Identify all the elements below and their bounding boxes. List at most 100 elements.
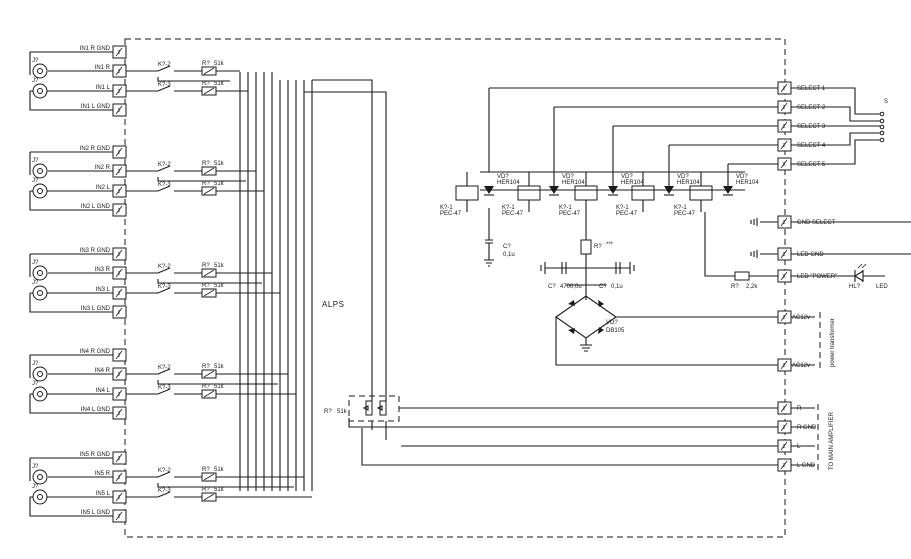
input-resistor-ref: R?: [202, 263, 210, 269]
select-label-1: SELECT 1: [797, 86, 826, 92]
input-resistor-value: 51k: [214, 487, 225, 493]
alps-label: ALPS: [322, 300, 344, 309]
diode-type: HER104: [677, 180, 700, 186]
connector-pin[interactable]: [112, 247, 127, 261]
diode-type: HER104: [736, 180, 759, 186]
out-label-rgnd: R GND: [797, 425, 817, 431]
cap-small-symbol: [615, 262, 635, 274]
input-resistor-ref: R?: [202, 161, 210, 167]
input-label-l: IN5 L: [96, 491, 111, 497]
relay-contact-label: K?-3: [158, 182, 171, 188]
input-label-r: IN3 R: [95, 267, 111, 273]
bridge-ref: VD?: [606, 320, 618, 326]
input-label-gnd_r: IN2 R GND: [80, 146, 111, 152]
input-resistor-ref: R?: [202, 467, 210, 473]
pot-element-r: [365, 400, 373, 416]
diode-type: HER104: [621, 180, 644, 186]
diode-type: HER104: [497, 180, 520, 186]
select-label-3: SELECT 3: [797, 124, 826, 130]
relay-ref: K?-1: [674, 205, 687, 211]
signal-bus: [239, 72, 387, 491]
jack-label: J?: [32, 381, 39, 387]
gnd-symbols-right: [750, 218, 758, 258]
jack-label: J?: [32, 58, 39, 64]
led-resistor-ref: R?: [731, 284, 739, 290]
connector-pin[interactable]: [112, 406, 127, 420]
input-resistor-value: 51k: [214, 61, 225, 67]
connector-pin[interactable]: [112, 367, 127, 381]
input-resistor-ref: R?: [202, 384, 210, 390]
cap-small-value: 0,1u: [611, 284, 623, 290]
connector-pin[interactable]: [112, 490, 127, 504]
relay-contact-label: K?-2: [158, 365, 171, 371]
relay-contact-label: K?-2: [158, 468, 171, 474]
relay-contact-label: K?-2: [158, 62, 171, 68]
pot-wiper-r: [362, 405, 369, 411]
diode-ref: VD?: [497, 174, 509, 180]
connector-pin[interactable]: [112, 509, 127, 523]
relay-coil: [689, 185, 713, 201]
jack-label: J?: [32, 178, 39, 184]
connector-pin[interactable]: [112, 470, 127, 484]
connector-pin[interactable]: [112, 286, 127, 300]
input-resistor-value: 51k: [214, 384, 225, 390]
diode-ref: VD?: [562, 174, 574, 180]
resistor-mid-value: ***: [606, 242, 614, 248]
jack-label: J?: [32, 260, 39, 266]
jack-label: J?: [32, 464, 39, 470]
bridge-type: DB105: [606, 328, 625, 334]
gnd-select-label: GND SELECT: [797, 220, 836, 226]
input-label-gnd_r: IN1 R GND: [80, 46, 111, 52]
jack-label: J?: [32, 484, 39, 490]
relay-contact-label: K?-3: [158, 82, 171, 88]
select-label-4: SELECT 4: [797, 143, 826, 149]
relay-coil: [574, 185, 598, 201]
led-rays: [857, 263, 867, 269]
brackets: [817, 312, 821, 470]
out-label-lgnd: L GND: [797, 463, 816, 469]
diode-ref: VD?: [736, 174, 748, 180]
connector-pin[interactable]: [112, 451, 127, 465]
connector-pin[interactable]: [112, 266, 127, 280]
transformer-label: power transformer: [830, 318, 836, 367]
jack-label: J?: [32, 280, 39, 286]
cap-big-symbol: [540, 262, 567, 274]
connector-pin[interactable]: [112, 387, 127, 401]
connector-pin[interactable]: [112, 348, 127, 362]
input-label-gnd_l: IN1 L GND: [81, 104, 111, 110]
ac-label-1: AC12v: [792, 315, 810, 321]
relay-ref: K?-1: [440, 205, 453, 211]
relay-coil: [517, 185, 541, 201]
input-resistor-ref: R?: [202, 487, 210, 493]
relay-contact-label: K?-3: [158, 284, 171, 290]
volume-pot[interactable]: [348, 395, 400, 422]
pot-ref: R?: [324, 409, 332, 415]
input-label-r: IN5 R: [95, 471, 111, 477]
right-labels: SELECT 1 SELECT 2 SELECT 3 SELECT 4 SELE…: [731, 86, 888, 470]
connector-pin[interactable]: [112, 84, 127, 98]
pot-element-l: [379, 400, 387, 416]
jack-label: J?: [32, 78, 39, 84]
led-gnd-label: LED GND: [797, 252, 824, 258]
input-label-gnd_r: IN4 R GND: [80, 349, 111, 355]
led-resistor-value: 2,2k: [746, 284, 758, 290]
connector-pin[interactable]: [112, 103, 127, 117]
relay-type: PEC-47: [674, 211, 696, 217]
connector-pin[interactable]: [112, 305, 127, 319]
pot-value: 51k: [337, 409, 348, 415]
input-label-gnd_r: IN3 R GND: [80, 248, 111, 254]
input-label-l: IN4 L: [96, 388, 111, 394]
cap-small-ref: C?: [599, 284, 607, 290]
input-label-gnd_l: IN5 L GND: [81, 510, 111, 516]
relay-contact-label: K?-3: [158, 488, 171, 494]
relay-ref: K?-1: [502, 205, 515, 211]
led-name: LED: [876, 284, 888, 290]
connector-pin[interactable]: [112, 64, 127, 78]
relay-section: K?-1PEC-47K?-1PEC-47K?-1PEC-47K?-1PEC-47…: [440, 172, 759, 217]
